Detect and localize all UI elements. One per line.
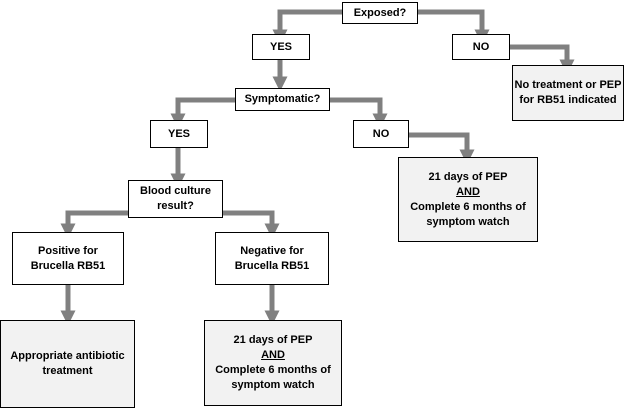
antibiotic-line-1: Appropriate antibiotic — [10, 350, 125, 362]
no-exposed-box: NO — [452, 34, 510, 60]
no-treatment-box: No treatment or PEP for RB51 indicated — [512, 65, 624, 121]
symptomatic-decision-box: Symptomatic? — [235, 88, 330, 111]
symptomatic-label: Symptomatic? — [244, 93, 321, 105]
no-treatment-line-1: No treatment or PEP — [514, 79, 622, 91]
negative-line-2: Brucella RB51 — [234, 259, 310, 272]
pep-right-and: AND — [456, 185, 480, 198]
connector-blood-culture-to-negative — [223, 210, 280, 239]
connector-no-to-pep-right — [408, 132, 475, 165]
connector-symptomatic-to-yes — [170, 97, 235, 129]
connector-symptomatic-to-no — [330, 97, 388, 129]
yes-symptomatic-box: YES — [150, 120, 208, 148]
no-symptomatic-box: NO — [353, 120, 409, 148]
yes-exposed-label: YES — [269, 40, 292, 53]
no-exposed-label: NO — [472, 40, 490, 53]
exposed-label: Exposed? — [353, 6, 407, 19]
positive-line-2: Brucella RB51 — [30, 259, 106, 272]
connector-blood-culture-to-positive — [60, 210, 128, 239]
pep-right-line-4: symptom watch — [426, 215, 510, 228]
blood-culture-line-2: result? — [157, 200, 194, 212]
pep-bottom-line-1: 21 days of PEP — [233, 334, 313, 346]
no-treatment-line-2: for RB51 indicated — [519, 94, 617, 106]
pep-right-line-1: 21 days of PEP — [428, 170, 508, 183]
pep-symptom-watch-right-box: 21 days of PEP AND Complete 6 months of … — [398, 157, 538, 242]
pep-bottom-line-4: symptom watch — [231, 379, 315, 391]
negative-line-1: Negative for — [240, 244, 304, 257]
yes-symptomatic-label: YES — [167, 127, 190, 140]
no-symptomatic-label: NO — [372, 127, 390, 140]
pep-symptom-watch-bottom-box: 21 days of PEP AND Complete 6 months of … — [204, 320, 342, 406]
antibiotic-treatment-box: Appropriate antibiotic treatment — [0, 320, 135, 408]
blood-culture-line-1: Blood culture — [140, 185, 211, 197]
connector-exposed-to-yes — [272, 9, 342, 45]
antibiotic-line-2: treatment — [42, 365, 93, 377]
pep-right-line-3: Complete 6 months of — [410, 200, 526, 213]
yes-exposed-box: YES — [252, 34, 310, 60]
positive-line-1: Positive for — [38, 244, 98, 257]
exposed-decision-box: Exposed? — [342, 2, 418, 24]
positive-result-box: Positive for Brucella RB51 — [12, 232, 124, 285]
connector-no-to-no-treatment — [510, 44, 575, 75]
pep-bottom-and: AND — [261, 349, 285, 361]
connector-exposed-to-no — [418, 9, 490, 45]
negative-result-box: Negative for Brucella RB51 — [215, 232, 329, 285]
pep-bottom-line-3: Complete 6 months of — [215, 364, 331, 376]
blood-culture-decision-box: Blood culture result? — [128, 180, 223, 218]
